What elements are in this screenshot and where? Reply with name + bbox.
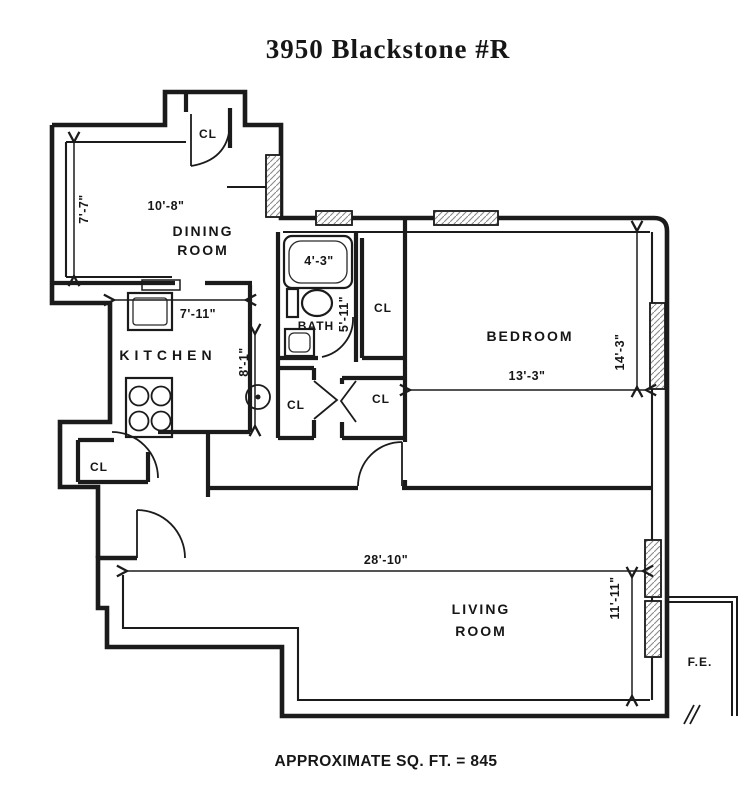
- room-label-kitchen: KITCHEN: [119, 347, 216, 363]
- room-label-bath: BATH: [298, 319, 334, 333]
- kitchen-counter-sink: [126, 291, 174, 332]
- toilet: [285, 287, 334, 319]
- room-label-bedroom: BEDROOM: [486, 328, 573, 344]
- door-top-closet: [190, 114, 231, 167]
- door-hall: [357, 441, 403, 487]
- fire-escape-label: F.E.: [688, 655, 713, 669]
- bath-sink: [283, 327, 316, 358]
- window-bath: [315, 210, 353, 226]
- dim-living-depth: 11'-11": [608, 577, 622, 620]
- room-label-living-2: ROOM: [455, 623, 507, 639]
- window-bedroom-right: [649, 302, 666, 390]
- dim-kitchen-depth: 8'-1": [237, 347, 251, 376]
- door-kitchen-closet: [111, 431, 159, 479]
- dim-bedroom-width: 13'-3": [509, 369, 546, 383]
- room-label-dining-1: DINING: [173, 223, 234, 239]
- dim-dining-depth: 7'-7": [77, 194, 91, 223]
- closet-label: CL: [374, 301, 392, 315]
- window-living-right-lower: [644, 600, 662, 658]
- outer-wall-left: [49, 125, 113, 558]
- window-dining: [265, 154, 282, 218]
- dim-dining-width: 10'-8": [148, 199, 185, 213]
- dim-bath-depth: 5'-11": [337, 296, 351, 332]
- fire-escape-outline: [667, 596, 738, 725]
- room-label-dining-2: ROOM: [177, 242, 229, 258]
- dim-bedroom-depth: 14'-3": [613, 334, 627, 371]
- closet-walls: [75, 92, 405, 485]
- door-closet-bifold-right: [339, 380, 357, 423]
- stove: [124, 376, 174, 439]
- door-closet-bifold-left: [313, 380, 339, 420]
- dim-kitchen-width: 7'-11": [180, 307, 216, 321]
- page-title: 3950 Blackstone #R: [266, 34, 511, 64]
- bathtub: [282, 234, 354, 290]
- inner-wall-faces: [64, 140, 654, 702]
- closet-label: CL: [372, 392, 390, 406]
- footer-sqft-note: APPROXIMATE SQ. FT. = 845: [275, 753, 498, 770]
- outer-wall-top-right: [52, 89, 670, 719]
- room-label-living-1: LIVING: [452, 601, 511, 617]
- door-bath: [321, 316, 354, 358]
- dim-living-width: 28'-10": [364, 553, 408, 567]
- window-bedroom-top: [433, 210, 499, 226]
- closet-label: CL: [199, 127, 217, 141]
- window-living-right-upper: [644, 539, 662, 598]
- closet-label: CL: [90, 460, 108, 474]
- interior-walls: [52, 218, 652, 497]
- dim-bath-tub: 4'-3": [304, 254, 333, 268]
- closet-label: CL: [287, 398, 305, 412]
- radiator: [141, 279, 181, 291]
- door-entry: [136, 509, 186, 559]
